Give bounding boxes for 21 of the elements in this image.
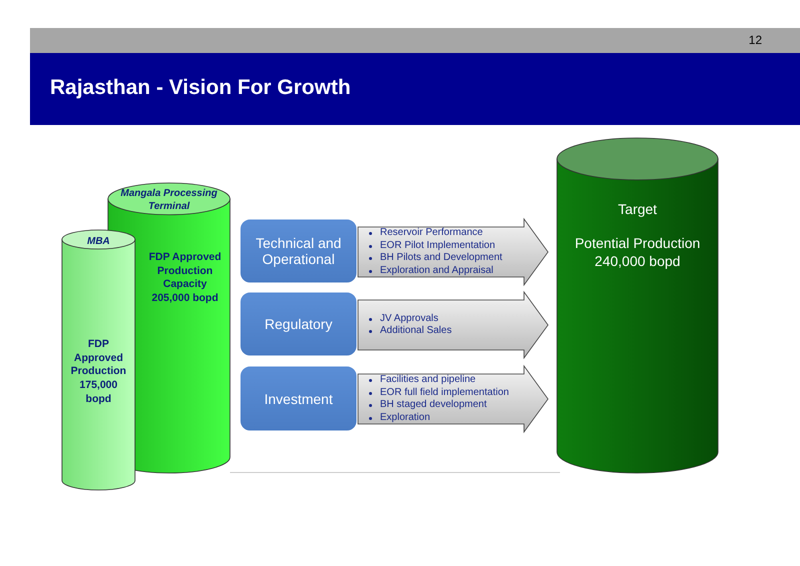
bullet-text: Exploration and Appraisal — [380, 264, 494, 276]
cylinder-heading: MBA — [86, 235, 111, 248]
bullet-text: Exploration — [380, 412, 430, 422]
bullet-text: JV Approvals — [380, 312, 438, 324]
bullet-text: EOR full field implementation — [380, 386, 509, 398]
bullet-text: BH staged development — [380, 399, 487, 410]
bullet-text: Additional Sales — [380, 325, 452, 336]
cylinder-heading: Target — [617, 200, 658, 218]
box-label: Regulatory — [264, 316, 334, 332]
cylinder-text: Potential Production 240,000 bopd — [574, 234, 702, 270]
bullet-text: Facilities and pipeline — [380, 374, 476, 385]
cylinder-text: FDP Approved Production 175,000 bopd — [70, 338, 128, 406]
cylinder-text: FDP Approved Production Capacity 205,000 bopd — [148, 251, 222, 306]
cylinder-heading: Mangala Processing Terminal — [120, 187, 218, 213]
bullet-text: BH Pilots and Development — [380, 252, 502, 263]
page-number: 12 — [748, 33, 762, 47]
slide-title: Rajasthan - Vision For Growth — [50, 76, 351, 100]
bullet-text: Reservoir Performance — [380, 227, 483, 238]
bullet-text: EOR Pilot Implementation — [380, 240, 496, 250]
box-label: Investment — [263, 390, 334, 406]
box-label: Technical and Operational — [254, 235, 342, 267]
